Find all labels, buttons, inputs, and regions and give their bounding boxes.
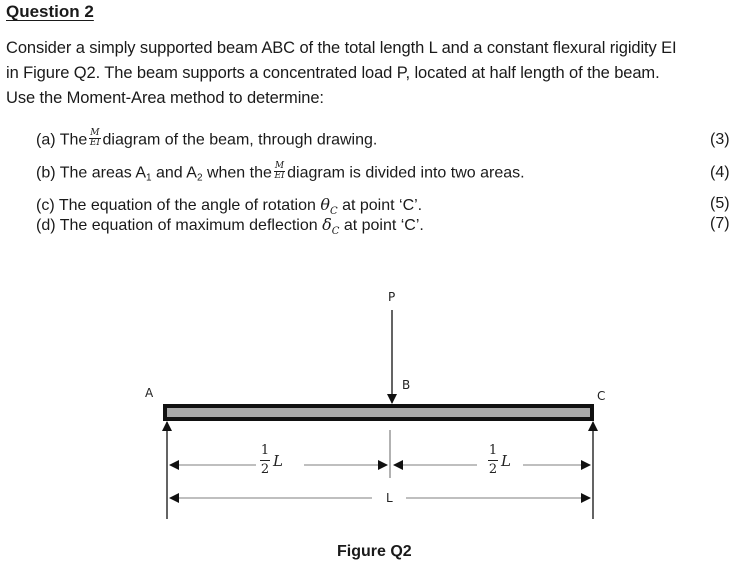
item-label: (c): [36, 197, 55, 214]
question-paragraph-line-1: Consider a simply supported beam ABC of …: [6, 39, 677, 57]
item-text: The: [59, 131, 88, 149]
question-title: Question 2: [6, 2, 94, 21]
question-item-d: (d) The equation of maximum deflection δ…: [36, 215, 424, 237]
subscript: 1: [146, 172, 152, 184]
item-text: and A: [151, 164, 197, 182]
question-item-c: (c) The equation of the angle of rotatio…: [36, 195, 422, 217]
marks-a: (3): [710, 131, 730, 148]
point-a-label: A: [145, 386, 154, 400]
point-b-label: B: [402, 378, 411, 392]
item-text: The areas A: [59, 164, 146, 182]
marks-c: (5): [710, 195, 730, 212]
figure-caption: Figure Q2: [337, 543, 412, 560]
item-text: diagram is divided into two areas.: [287, 164, 525, 182]
item-text: at point ‘C’.: [337, 197, 423, 214]
marks-b: (4): [710, 164, 730, 181]
item-text: The equation of the angle of rotation: [58, 197, 321, 214]
point-c-label: C: [597, 389, 606, 403]
item-label: (b): [36, 164, 56, 182]
item-text: at point ‘C’.: [339, 217, 424, 234]
marks-d: (7): [710, 215, 730, 232]
theta-symbol: θ: [320, 195, 330, 214]
subscript: C: [331, 226, 340, 237]
item-text: when the: [202, 164, 272, 182]
item-text: diagram of the beam, through drawing.: [102, 131, 378, 149]
question-paragraph-line-3: Use the Moment-Area method to determine:: [6, 89, 324, 107]
item-label: (a): [36, 131, 56, 149]
beam: [163, 404, 594, 421]
total-length-label: L: [386, 491, 393, 505]
subscript: C: [329, 206, 338, 217]
load-p-label: P: [388, 290, 396, 304]
delta-symbol: δ: [322, 215, 332, 234]
item-text: The equation of maximum deflection: [59, 217, 323, 234]
subscript: 2: [196, 172, 203, 184]
item-label: (d): [36, 217, 56, 234]
question-paragraph-line-2: in Figure Q2. The beam supports a concen…: [6, 64, 660, 82]
